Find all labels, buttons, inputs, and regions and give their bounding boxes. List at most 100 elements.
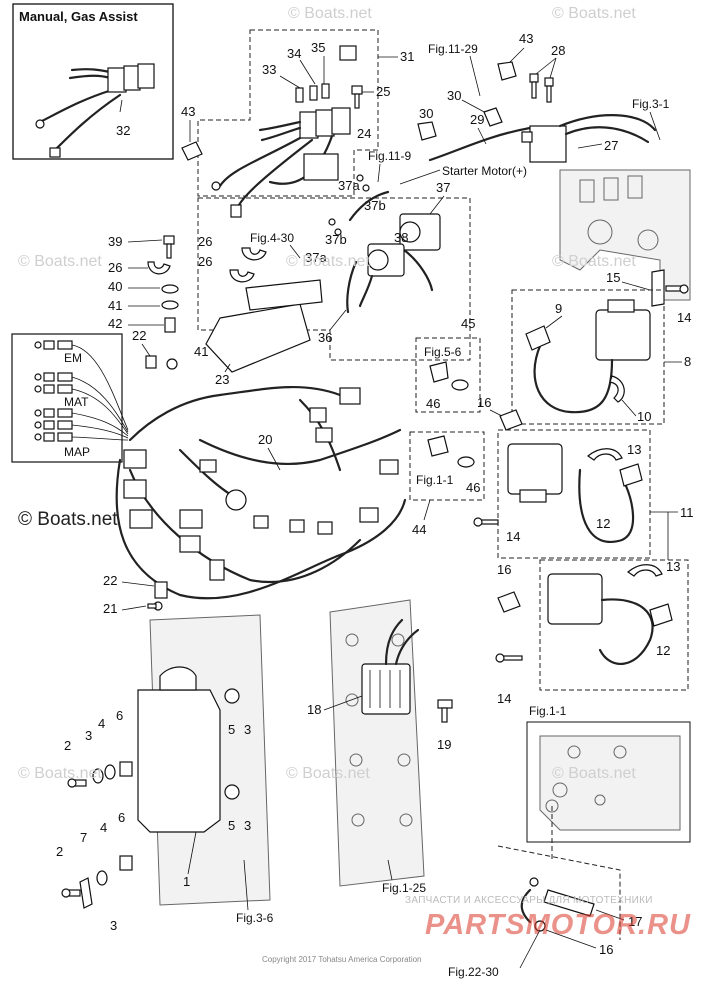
sensor-connectors	[34, 340, 73, 442]
shop-logo: PARTSMOTOR.RU	[425, 909, 691, 941]
relay-group-outline	[197, 29, 379, 197]
sensor-leads	[71, 344, 129, 441]
callout-13-low: 13	[666, 559, 680, 574]
washer-40	[161, 284, 179, 294]
starter-relay-27	[521, 114, 657, 163]
coil-group-11a	[497, 429, 651, 559]
shop-line: ЗАПЧАСТИ И АКСЕССУАРЫ ДЛЯ МОТОТЕХНИКИ	[405, 895, 653, 906]
rectifier-18	[361, 618, 420, 715]
ref-fig-1-1-mid: Fig.1-1	[416, 473, 454, 487]
callout-28: 28	[551, 43, 565, 58]
clamp-16-mid	[497, 591, 521, 613]
watermark-large: © Boats.net	[18, 509, 118, 530]
clips-26	[229, 247, 267, 283]
coil-group-11b	[539, 559, 689, 691]
callout-45: 45	[461, 316, 475, 331]
callout-7: 7	[80, 830, 87, 845]
callout-2-low: 2	[56, 844, 63, 859]
bracket-23	[205, 279, 323, 373]
ref-fig-11-9: Fig.11-9	[368, 149, 411, 163]
callout-15: 15	[606, 270, 620, 285]
callout-32: 32	[116, 123, 130, 138]
watermark-top: © Boats.net	[288, 5, 372, 22]
callout-29: 29	[470, 112, 484, 127]
ignition-coil-low	[547, 564, 673, 665]
callout-16-low: 16	[599, 942, 613, 957]
callout-24: 24	[357, 126, 371, 141]
part-22-low	[154, 581, 168, 599]
solenoid-37	[348, 190, 441, 292]
ref-fig-1-1-box: Fig.1-1	[529, 704, 567, 718]
watermark-low-right: © Boats.net	[552, 765, 636, 782]
callout-2-top: 2	[64, 738, 71, 753]
hardware-upper	[67, 761, 133, 788]
ecu-1	[137, 666, 221, 833]
ignition-coil-mid	[507, 443, 643, 543]
clamp-15	[651, 269, 665, 307]
callout-19: 19	[437, 737, 451, 752]
inset-relay-harness	[35, 63, 155, 158]
watermark-right: © Boats.net	[552, 253, 636, 270]
callout-31: 31	[400, 49, 414, 64]
callout-43-left: 43	[181, 104, 195, 119]
callout-35: 35	[311, 40, 325, 55]
watermark-low-left: © Boats.net	[18, 765, 102, 782]
watermark-top-right: © Boats.net	[552, 5, 636, 22]
ref-fig-11-29: Fig.11-29	[428, 42, 478, 56]
callout-12-low: 12	[656, 643, 670, 658]
callout-27: 27	[604, 138, 618, 153]
callout-1: 1	[183, 874, 190, 889]
bolt-14-mid	[473, 517, 499, 527]
callout-42: 42	[108, 316, 122, 331]
ref-fig-4-30: Fig.4-30	[250, 231, 294, 245]
callout-26-low: 26	[198, 254, 212, 269]
callout-17: 17	[628, 914, 642, 929]
ref-fig-3-6: Fig.3-6	[236, 911, 274, 925]
clamp-16-top	[499, 409, 523, 431]
engine-block-top	[559, 169, 691, 301]
callout-20: 20	[258, 432, 272, 447]
callout-22-top: 22	[132, 328, 146, 343]
coil-group-8	[511, 289, 665, 425]
inset-title: Manual, Gas Assist	[19, 9, 138, 24]
callout-23: 23	[215, 372, 229, 387]
ref-fig-5-6: Fig.5-6	[424, 345, 462, 359]
callout-4-low: 4	[100, 820, 107, 835]
callout-6-top: 6	[116, 708, 123, 723]
callout-33: 33	[262, 62, 276, 77]
solenoid-group-outline	[197, 197, 471, 361]
callout-37a-mid: 37a	[305, 250, 327, 265]
callout-37: 37	[436, 180, 450, 195]
bolt-19	[437, 699, 453, 723]
callout-39: 39	[108, 234, 122, 249]
callout-30-top: 30	[447, 88, 461, 103]
callout-12-mid: 12	[596, 516, 610, 531]
ref-starter-motor: Starter Motor(+)	[442, 164, 527, 178]
watermark-mid: © Boats.net	[286, 253, 370, 270]
callout-25: 25	[376, 84, 390, 99]
callout-46-top: 46	[426, 396, 440, 411]
callout-14-top: 14	[677, 310, 691, 325]
ref-fig-22-30: Fig.22-30	[448, 965, 499, 979]
main-wire-harness	[115, 386, 407, 600]
callout-3-top: 3	[244, 722, 251, 737]
callout-4-top: 4	[98, 716, 105, 731]
callout-36: 36	[318, 330, 332, 345]
ground-cable-17	[520, 877, 595, 932]
callout-38: 38	[394, 230, 408, 245]
callout-46-low: 46	[466, 480, 480, 495]
ref-fig-3-1: Fig.3-1	[632, 97, 670, 111]
callout-3-mid: 3	[244, 818, 251, 833]
bolts-28	[529, 73, 554, 103]
solenoid-38	[346, 243, 405, 314]
callout-37b-mid: 37b	[325, 232, 347, 247]
callout-3-bottom: 3	[110, 918, 117, 933]
copyright: Copyright 2017 Tohatsu America Corporati…	[262, 955, 422, 964]
sensor-44-lower	[427, 435, 475, 468]
clip-10	[609, 375, 625, 403]
callout-16-mid: 16	[497, 562, 511, 577]
sensor-45-upper	[429, 361, 469, 391]
callout-26-left: 26	[108, 260, 122, 275]
bolt-14-low	[495, 653, 523, 663]
